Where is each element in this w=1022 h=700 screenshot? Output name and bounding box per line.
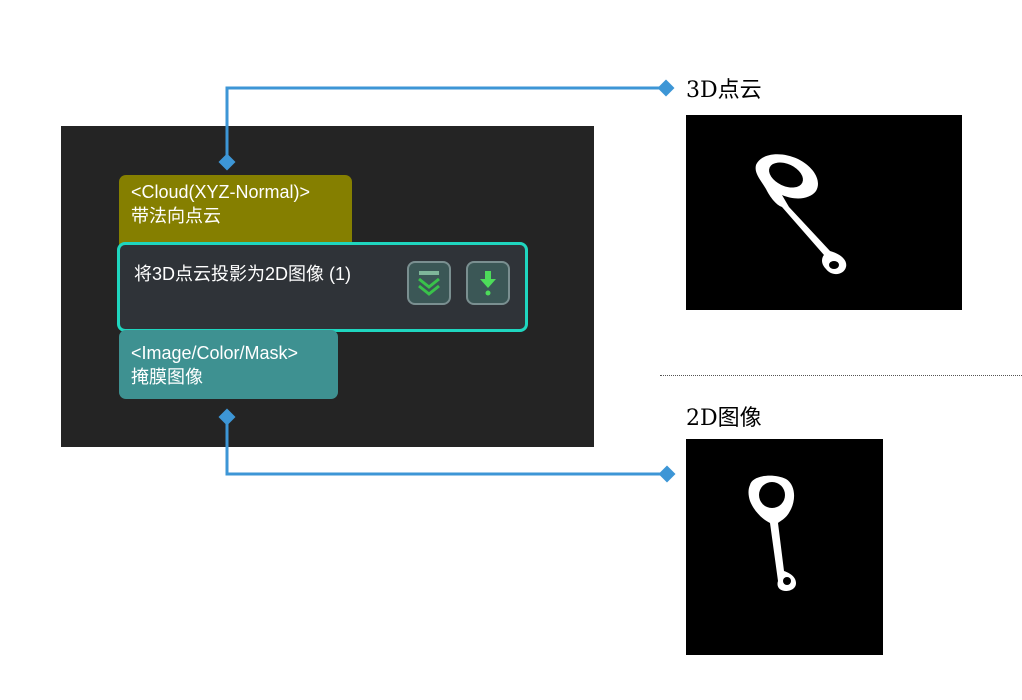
output-connector-end-marker xyxy=(658,465,676,483)
output-port-type: <Image/Color/Mask> xyxy=(131,343,299,363)
connecting-rod-2d-silhouette xyxy=(748,475,796,591)
output-connector-line xyxy=(225,417,667,476)
image-2d-preview xyxy=(686,439,883,655)
output-port-name: 掩膜图像 xyxy=(131,367,203,387)
input-port[interactable]: <Cloud(XYZ-Normal)> 带法向点云 xyxy=(119,175,352,245)
double-chevron-down-icon xyxy=(418,271,440,296)
point-cloud-caption: 3D点云 xyxy=(686,78,762,103)
step-label: 将3D点云投影为2D图像 (1) xyxy=(134,264,352,284)
image-2d-caption: 2D图像 xyxy=(686,406,762,431)
output-port[interactable]: <Image/Color/Mask> 掩膜图像 xyxy=(119,330,338,399)
input-connector-line xyxy=(225,86,666,162)
point-cloud-preview xyxy=(686,115,962,310)
connecting-rod-3d-silhouette xyxy=(755,154,847,275)
input-port-name: 带法向点云 xyxy=(131,206,221,226)
input-port-type: <Cloud(XYZ-Normal)> xyxy=(131,182,311,202)
output-connector-start-marker xyxy=(218,408,236,426)
input-connector-end-marker xyxy=(657,79,675,97)
step-node[interactable]: 将3D点云投影为2D图像 (1) xyxy=(117,242,528,332)
input-connector-start-marker xyxy=(218,153,236,171)
expand-button[interactable] xyxy=(407,261,451,305)
debug-output-button[interactable] xyxy=(466,261,510,305)
section-divider xyxy=(660,375,1022,376)
download-arrow-icon xyxy=(480,271,496,296)
